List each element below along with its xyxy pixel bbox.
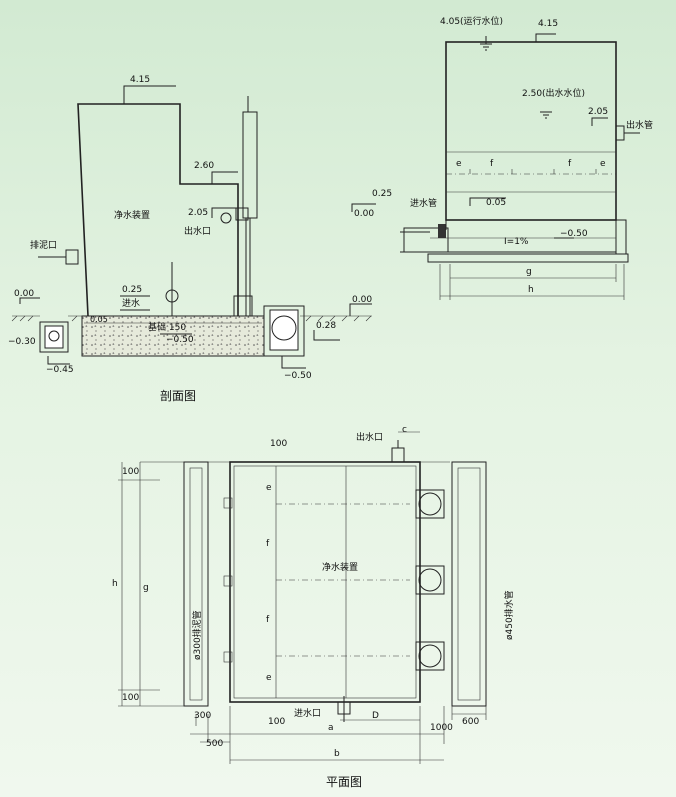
sec-level-028: 0.28 [316, 321, 336, 331]
rs-slope: I=1% [504, 237, 529, 247]
rs-f1: f [490, 159, 494, 169]
sec-level-260: 2.60 [194, 161, 214, 171]
sec-neg050-in: −0.50 [166, 335, 194, 345]
sec-ground-right: 0.00 [352, 295, 372, 305]
plan-bot-100: 100 [268, 717, 285, 727]
valve-bot [415, 641, 445, 671]
plan-sludge-pipe: ø300排泥管 [191, 610, 203, 660]
sec-level-205: 2.05 [188, 208, 208, 218]
plan-dim-600: 600 [462, 717, 479, 727]
plan-dim-500: 500 [206, 739, 223, 749]
rs-e2: e [600, 159, 606, 169]
rs-inlet-pipe: 进水管 [410, 197, 437, 209]
sec-outlet-label: 出水口 [184, 225, 211, 237]
sec-neg045: −0.45 [46, 365, 74, 375]
sec-device-label: 净水装置 [114, 209, 150, 221]
rs-top: 4.15 [538, 19, 558, 29]
sec-neg050-out: −0.50 [284, 371, 312, 381]
plan-outlet-label: 出水口 [356, 431, 383, 443]
plan-h-label: h [112, 579, 118, 589]
sec-ground-left: 0.00 [14, 289, 34, 299]
plan-e-bot: e [266, 673, 272, 683]
rs-g: g [526, 267, 532, 277]
valve-top [415, 489, 445, 519]
plan-caption: 平面图 [326, 775, 362, 789]
rs-h: h [528, 285, 534, 295]
rs-outlet-level: 2.50(出水水位) [522, 87, 585, 99]
rs-level-205: 2.05 [588, 107, 608, 117]
plan-e-top: e [266, 483, 272, 493]
plan-left-100-top: 100 [122, 467, 139, 477]
plan-inlet-label: 进水口 [294, 707, 321, 719]
plan-dim-1000: 1000 [430, 723, 453, 733]
rs-neg050: −0.50 [560, 229, 588, 239]
sec-inlet-label: 进水 [122, 297, 140, 309]
right-section-view: 4.05(运行水位) 4.15 2.50(出水水位) 2.05 出水管 e f … [351, 15, 653, 300]
plan-drain-pipe: ø450排水管 [503, 590, 515, 640]
sec-level-005: 0.05 [90, 315, 108, 324]
right-manhole [263, 305, 305, 357]
section-caption: 剖面图 [160, 389, 196, 403]
sludge-channel [183, 461, 209, 707]
tank-right [445, 41, 617, 221]
sec-foundation: 基础 150 [148, 321, 186, 333]
valve-mid [415, 565, 445, 595]
sec-sludge-label: 排泥口 [30, 239, 57, 251]
plan-dim-300: 300 [194, 711, 211, 721]
purifier-body [229, 461, 421, 703]
plan-device-label: 净水装置 [322, 561, 358, 573]
section-view: 4.15 2.60 2.05 净水装置 出水口 排泥口 0.25 进水 0.00… [8, 75, 372, 403]
plan-b-label: b [334, 749, 340, 759]
rs-water-level: 4.05(运行水位) [440, 15, 503, 27]
sec-level-025: 0.25 [122, 285, 142, 295]
plan-f-upper: f [266, 539, 270, 549]
drain-channel [451, 461, 487, 707]
plan-top-100: 100 [270, 439, 287, 449]
left-sump [39, 321, 69, 353]
rs-level-000: 0.00 [354, 209, 374, 219]
plan-view: 出水口 c 100 100 100 h g e f f e 净水装置 ø300排… [112, 425, 515, 789]
plan-c-label: c [402, 425, 407, 435]
outlet-column [242, 111, 258, 219]
plan-g-label: g [143, 583, 149, 593]
tank-outline [77, 103, 239, 317]
sec-top-level: 4.15 [130, 75, 150, 85]
rs-level-005: 0.05 [486, 198, 506, 208]
rs-f2: f [568, 159, 572, 169]
plan-a-label: a [328, 723, 334, 733]
plan-left-100-bot: 100 [122, 693, 139, 703]
rs-level-025: 0.25 [372, 189, 392, 199]
plan-f-lower: f [266, 615, 270, 625]
rs-outlet-pipe: 出水管 [626, 119, 653, 131]
rs-e1: e [456, 159, 462, 169]
sec-neg030: −0.30 [8, 337, 36, 347]
plan-D-label: D [372, 711, 379, 721]
foundation-slab [81, 315, 265, 357]
